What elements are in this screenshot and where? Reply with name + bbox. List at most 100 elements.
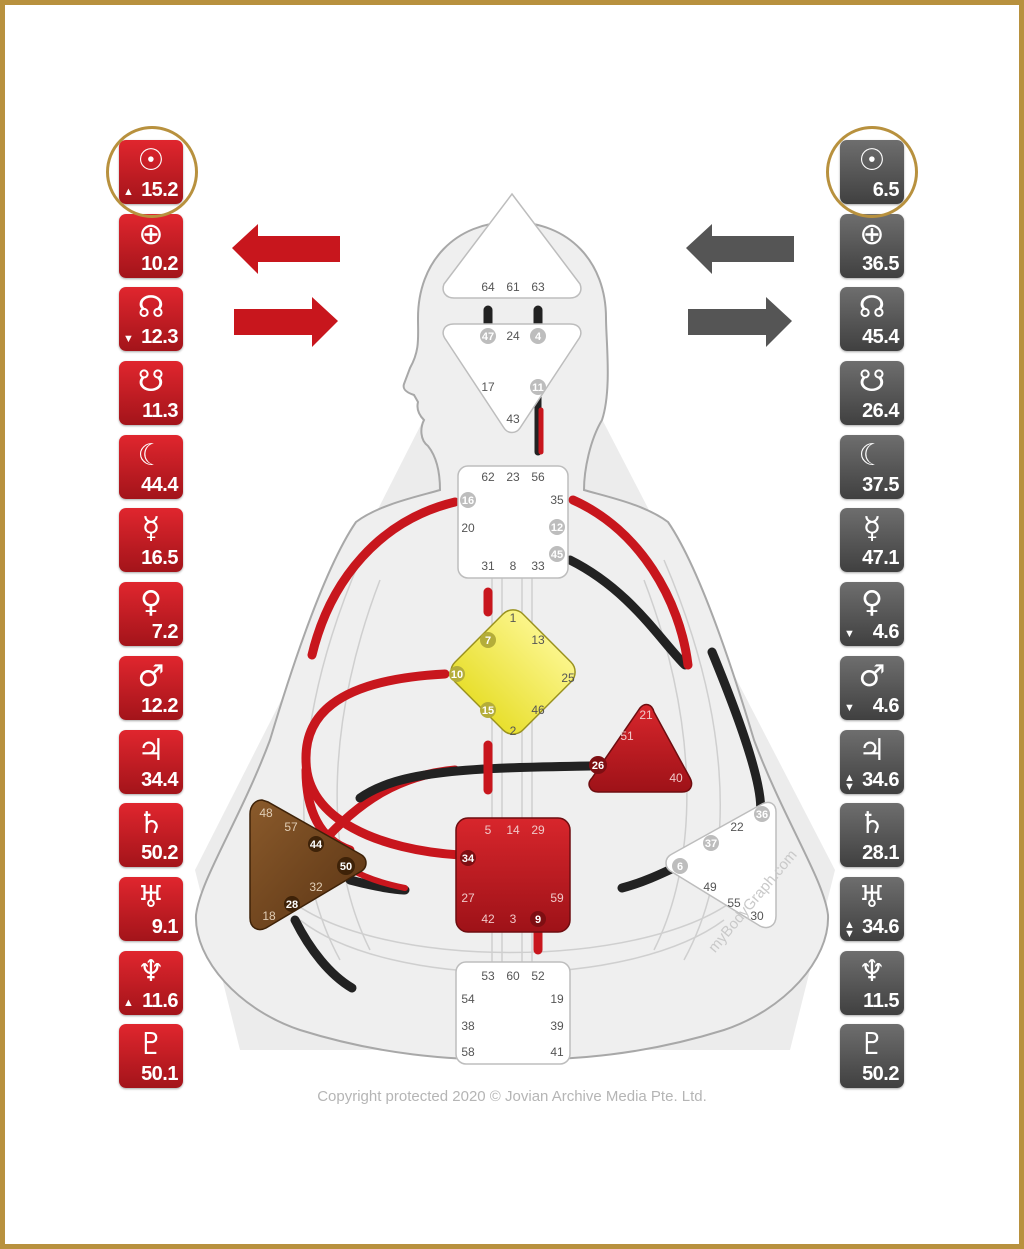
planet-glyph-icon: ☋ [858,364,886,400]
gate-37: 37 [705,838,717,850]
design-planet-tile[interactable]: ♆11.5 [840,950,904,1015]
planet-glyph-icon: ♆ [137,953,165,989]
gate-line-value: 7.2 [151,621,179,644]
planet-glyph-icon: ⊕ [138,216,164,252]
design-planet-tile[interactable]: ☋26.4 [840,361,904,426]
gate-55: 55 [727,896,741,910]
personality-planet-tile[interactable]: ♅9.1 [119,876,183,941]
gate-9: 9 [535,914,541,926]
design-planet-tile[interactable]: ☿47.1 [840,508,904,573]
gate-61: 61 [506,280,520,294]
gate-63: 63 [531,280,545,294]
design-sun-highlight-ring [826,126,918,218]
planet-glyph-icon: ♆ [858,953,886,989]
design-planet-tile[interactable]: ☊45.4 [840,287,904,352]
exaltation-marker-icon: ▲ [123,996,134,1009]
channels [290,305,766,993]
personality-planet-tile[interactable]: ♀7.2 [119,582,183,647]
design-planet-tile[interactable]: ♇50.2 [840,1024,904,1089]
gate-line-value: 4.6 [872,694,900,717]
gate-line-value: 12.2 [141,694,178,717]
planet-glyph-icon: ♄ [137,806,165,842]
personality-column: ☉15.2▲⊕10.2☊12.3▼☋11.3☾44.4☿16.5♀7.2♂12.… [119,140,185,1098]
personality-planet-tile[interactable]: ☿16.5 [119,508,183,573]
gate-57: 57 [284,820,298,834]
gate-15: 15 [482,705,494,717]
gate-31: 31 [481,559,495,573]
planet-glyph-icon: ☊ [858,290,886,326]
gate-45: 45 [551,549,563,561]
personality-arrow-bottom-right [234,297,338,347]
design-arrow-bottom-right [688,297,792,347]
gate-58: 58 [461,1045,475,1059]
personality-planet-tile[interactable]: ♇50.1 [119,1024,183,1089]
gate-7: 7 [485,635,491,647]
gate-line-value: 47.1 [862,547,899,570]
personality-planet-tile[interactable]: ♃34.4 [119,729,183,794]
design-arrow-top-left [686,224,794,274]
gate-28: 28 [286,899,298,911]
gate-51: 51 [620,729,634,743]
gate-line-value: 9.1 [151,915,179,938]
design-planet-tile[interactable]: ♃34.6▲▼ [840,729,904,794]
personality-planet-tile[interactable]: ♂12.2 [119,655,183,720]
gate-50: 50 [340,861,352,873]
personality-planet-tile[interactable]: ☋11.3 [119,361,183,426]
gate-line-value: 34.6 [862,768,899,791]
planet-glyph-icon: ♄ [858,806,886,842]
design-planet-tile[interactable]: ♅34.6 ▲▼ [840,876,904,941]
gate-25: 25 [561,671,575,685]
gate-24: 24 [506,329,520,343]
design-planet-tile[interactable]: ♀4.6▼ [840,582,904,647]
planet-glyph-icon: ♃ [137,732,165,768]
gate-line-value: 34.6 [862,915,899,938]
exaltation-marker-icon: ▲▼ [844,918,855,940]
gate-line-value: 11.5 [863,989,899,1012]
design-planet-tile[interactable]: ☾37.5 [840,434,904,499]
planet-glyph-icon: ♂ [137,658,165,694]
personality-planet-tile[interactable]: ☾44.4 [119,434,183,499]
gate-3: 3 [510,912,517,926]
design-planet-tile[interactable]: ⊕36.5 [840,213,904,278]
personality-planet-tile[interactable]: ☊12.3▼ [119,287,183,352]
gate-60: 60 [506,969,520,983]
personality-planet-tile[interactable]: ⊕10.2 [119,213,183,278]
gate-line-value: 11.3 [142,400,178,423]
gate-40: 40 [669,771,683,785]
gate-62: 62 [481,470,495,484]
planet-glyph-icon: ♇ [858,1027,886,1063]
gate-44: 44 [310,839,323,851]
planet-glyph-icon: ☿ [141,511,161,547]
gate-line-value: 50.2 [141,842,178,865]
personality-planet-tile[interactable]: ♄50.2 [119,803,183,868]
gate-22: 22 [730,820,744,834]
gate-line-value: 44.4 [141,473,178,496]
gate-line-value: 50.1 [141,1063,178,1086]
design-planet-tile[interactable]: ♂4.6▼ [840,655,904,720]
copyright-text: Copyright protected 2020 © Jovian Archiv… [317,1088,707,1105]
planet-glyph-icon: ♂ [858,658,886,694]
gate-18: 18 [262,909,276,923]
gate-10: 10 [451,669,463,681]
gate-26: 26 [592,760,604,772]
gate-32: 32 [309,880,323,894]
gate-36: 36 [756,809,768,821]
ajna-center [442,323,582,434]
design-planet-tile[interactable]: ♄28.1 [840,803,904,868]
ego-center [588,703,693,793]
gate-43: 43 [506,412,520,426]
exaltation-marker-icon: ▼ [844,628,855,641]
gate-8: 8 [510,559,517,573]
root-center [455,961,571,1065]
gate-38: 38 [461,1019,475,1033]
planet-glyph-icon: ♅ [858,879,886,915]
gate-29: 29 [531,823,545,837]
planet-glyph-icon: ♃ [858,732,886,768]
gate-6: 6 [677,861,683,873]
personality-planet-tile[interactable]: ♆11.6▲ [119,950,183,1015]
gate-16: 16 [462,495,474,507]
gate-line-value: 26.4 [862,400,899,423]
planet-glyph-icon: ☿ [862,511,882,547]
sacral-center [455,817,571,933]
